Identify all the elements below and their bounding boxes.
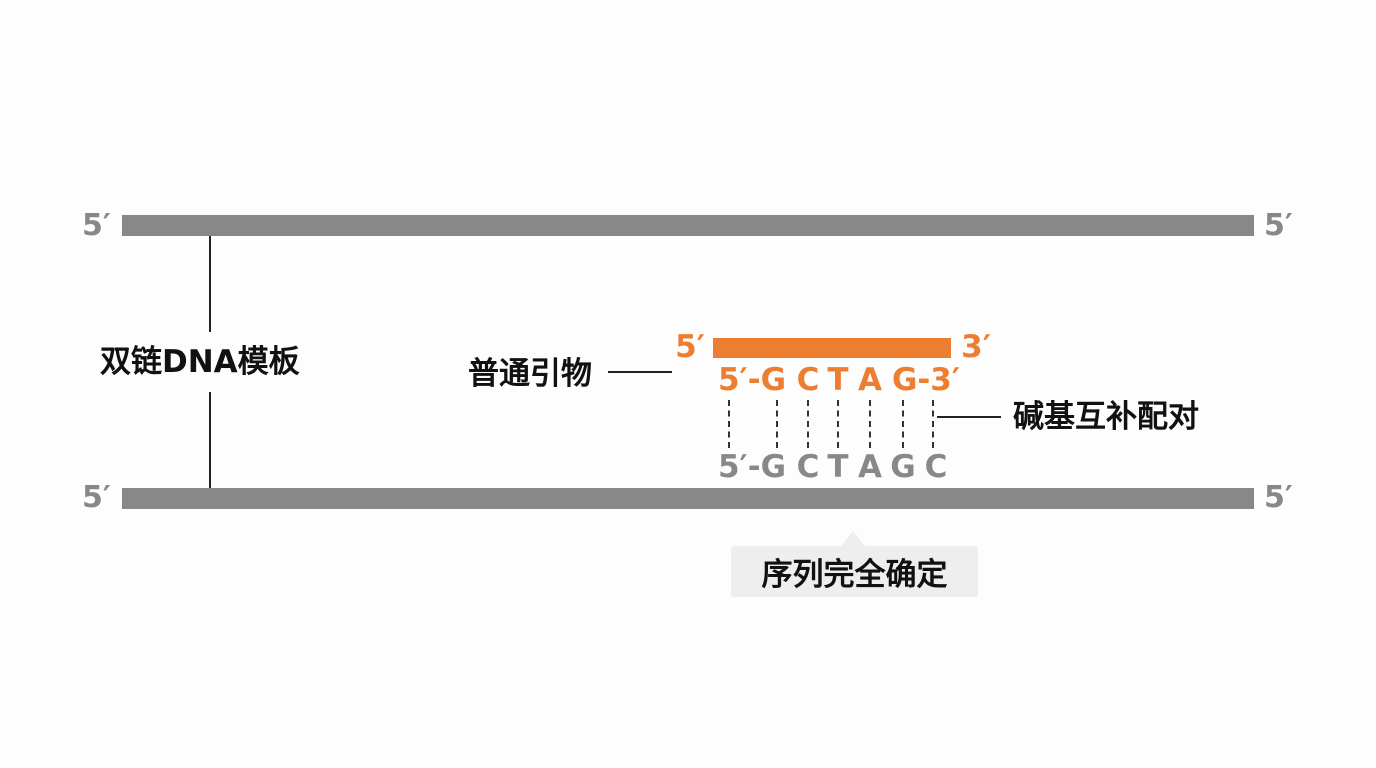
base-pair-line <box>776 400 778 448</box>
top-right-end: 5′ <box>1264 208 1293 243</box>
base-pair-line <box>869 400 871 448</box>
primer-leader-line <box>608 371 672 373</box>
primer-base: G-3′ <box>891 362 961 398</box>
primer-label: 普通引物 <box>468 356 592 392</box>
base-pair-line <box>807 400 809 448</box>
top-left-end: 5′ <box>82 208 111 243</box>
certainty-callout: 序列完全确定 <box>731 546 978 597</box>
bottom-right-end: 5′ <box>1264 480 1293 515</box>
primer-base: C <box>796 362 820 398</box>
template-base: G <box>890 449 916 485</box>
top-dna-strand <box>122 215 1254 236</box>
template-label: 双链DNA模板 <box>100 344 300 380</box>
template-base: C <box>924 449 948 485</box>
primer-base: 5′-G <box>717 362 787 398</box>
template-connector-bottom <box>209 392 211 488</box>
primer-5-end: 5′ <box>675 329 705 365</box>
certainty-label: 序列完全确定 <box>761 557 948 593</box>
template-base: A <box>858 449 882 485</box>
template-base: T <box>827 449 849 485</box>
primer-3-end: 3′ <box>961 329 991 365</box>
primer-base: T <box>827 362 849 398</box>
bottom-left-end: 5′ <box>82 480 111 515</box>
base-pair-line <box>837 400 839 448</box>
primer-base: A <box>858 362 882 398</box>
primer-bar <box>713 338 951 358</box>
base-pair-line <box>902 400 904 448</box>
pairing-leader-line <box>937 416 1001 418</box>
bottom-dna-strand <box>122 488 1254 509</box>
template-base: C <box>796 449 820 485</box>
template-connector-top <box>209 236 211 332</box>
template-base: 5′-G <box>717 449 787 485</box>
pairing-label: 碱基互补配对 <box>1013 399 1199 435</box>
callout-pointer <box>841 531 865 546</box>
base-pair-line <box>728 400 730 448</box>
base-pair-line <box>932 400 934 448</box>
